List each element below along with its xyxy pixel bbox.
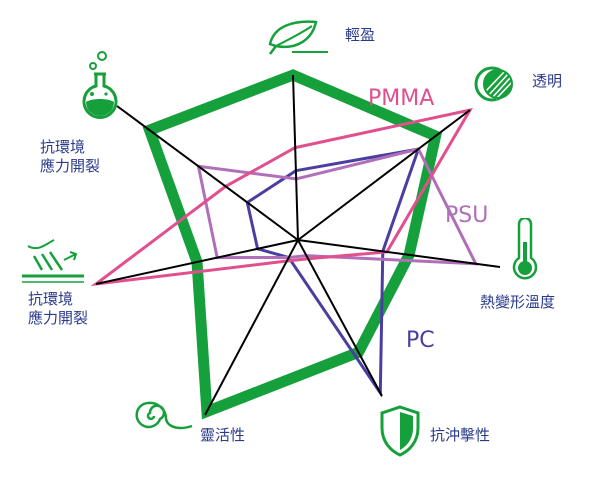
axis-line-3 <box>297 239 383 397</box>
axis-label-flexibility: 靈活性 <box>200 426 246 444</box>
pmma-label: PMMA <box>368 86 435 111</box>
psu-label: PSU <box>445 203 489 228</box>
spiral-icon <box>135 401 193 430</box>
axis-label-escr-upper-left: 抗環境 應力開裂 <box>40 138 100 176</box>
axis-label-escr-left: 抗環境 應力開裂 <box>28 290 88 328</box>
transparency-icon <box>474 66 513 102</box>
axis-label-escr-upper-left-line1: 抗環境 <box>40 138 86 156</box>
axis-line-2 <box>297 239 501 268</box>
flask-icon <box>82 51 118 119</box>
axis-line-4 <box>204 239 299 416</box>
axis-label-heat-deflection: 熱變形溫度 <box>480 293 556 311</box>
axis-line-1 <box>297 109 471 241</box>
axis-label-escr-left-line2: 應力開裂 <box>28 309 89 327</box>
axis-line-6 <box>116 105 299 241</box>
series-pc <box>245 147 421 398</box>
pc-label: PC <box>406 328 435 353</box>
axis-label-transparency: 透明 <box>532 72 563 90</box>
axis-label-escr-upper-left-line2: 應力開裂 <box>40 157 101 175</box>
uv-rays-icon <box>22 239 84 283</box>
series-psu <box>196 147 479 266</box>
thermometer-icon <box>512 218 538 280</box>
axis-layer <box>95 74 501 416</box>
axis-label-escr-left-line1: 抗環境 <box>28 290 74 308</box>
axis-line-5 <box>95 239 299 285</box>
series-green <box>142 69 442 420</box>
series-pmma <box>90 107 474 287</box>
axis-line-0 <box>292 74 299 241</box>
shield-icon <box>380 405 420 457</box>
axis-label-impact-resistance: 抗沖擊性 <box>430 426 491 444</box>
series-layer <box>90 69 479 420</box>
axis-label-light-weight: 輕盈 <box>345 26 376 44</box>
leaf-icon <box>268 20 328 55</box>
